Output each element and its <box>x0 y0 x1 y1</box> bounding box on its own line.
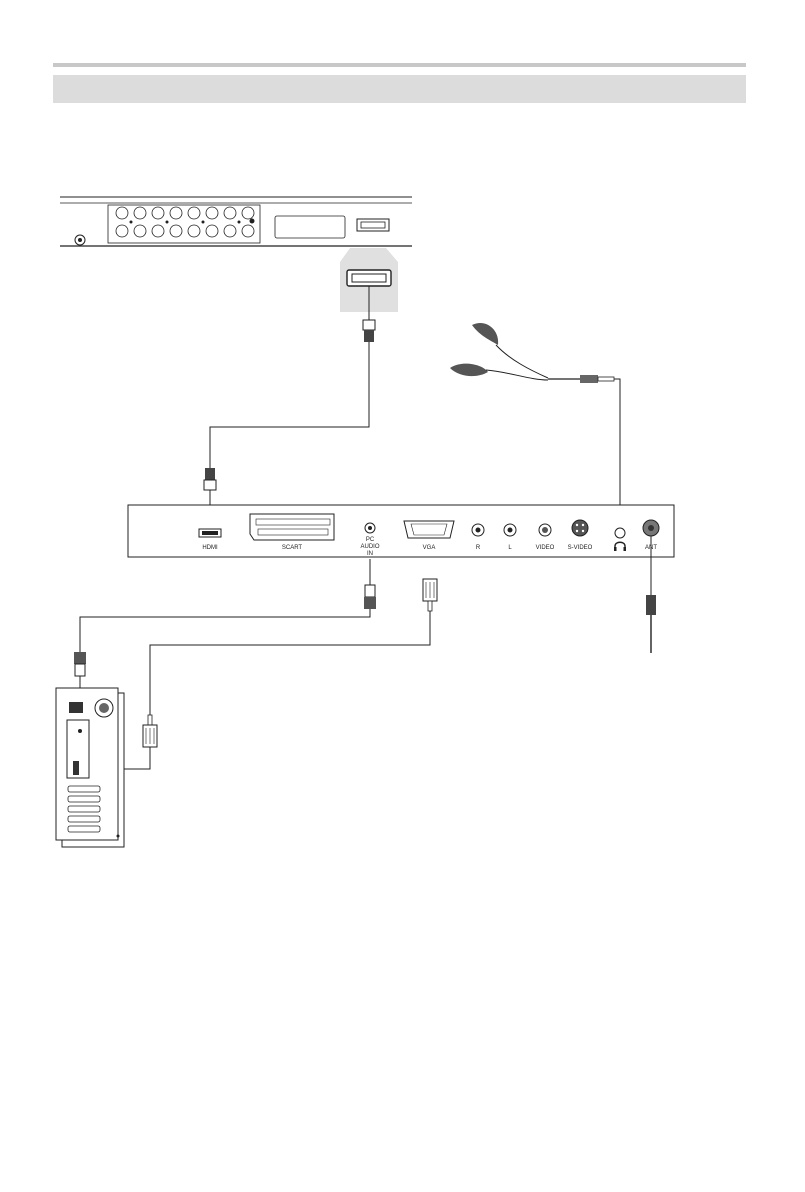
label-scart: SCART <box>282 545 303 551</box>
label-pc-audio-3: IN <box>367 551 373 557</box>
label-pc-audio-2: AUDIO <box>360 544 379 550</box>
tv-antenna-socket <box>643 520 659 536</box>
label-svideo: S-VIDEO <box>568 545 593 551</box>
tv-side-panel: HDMI SCART PC AUDIO IN VGA R <box>128 505 674 557</box>
label-video: VIDEO <box>536 545 555 551</box>
top-rule <box>53 63 746 67</box>
vga-cable <box>76 579 437 769</box>
av-jacks <box>116 207 254 237</box>
label-hdmi: HDMI <box>202 545 218 551</box>
section-header-bar <box>53 75 746 103</box>
label-vga: VGA <box>423 545 436 551</box>
hdmi-cable <box>204 286 375 512</box>
dvd-hdmi-port <box>357 219 389 231</box>
dvd-scart-port <box>275 216 345 238</box>
av-jack-block <box>108 205 260 243</box>
label-pc-audio-1: PC <box>366 537 375 543</box>
earphones <box>450 323 620 528</box>
tv-svideo-jack <box>572 520 588 536</box>
pc-power-socket <box>69 702 83 713</box>
label-r: R <box>476 545 481 551</box>
pc-tower <box>56 688 124 847</box>
dvd-player-rear-panel <box>60 197 412 246</box>
